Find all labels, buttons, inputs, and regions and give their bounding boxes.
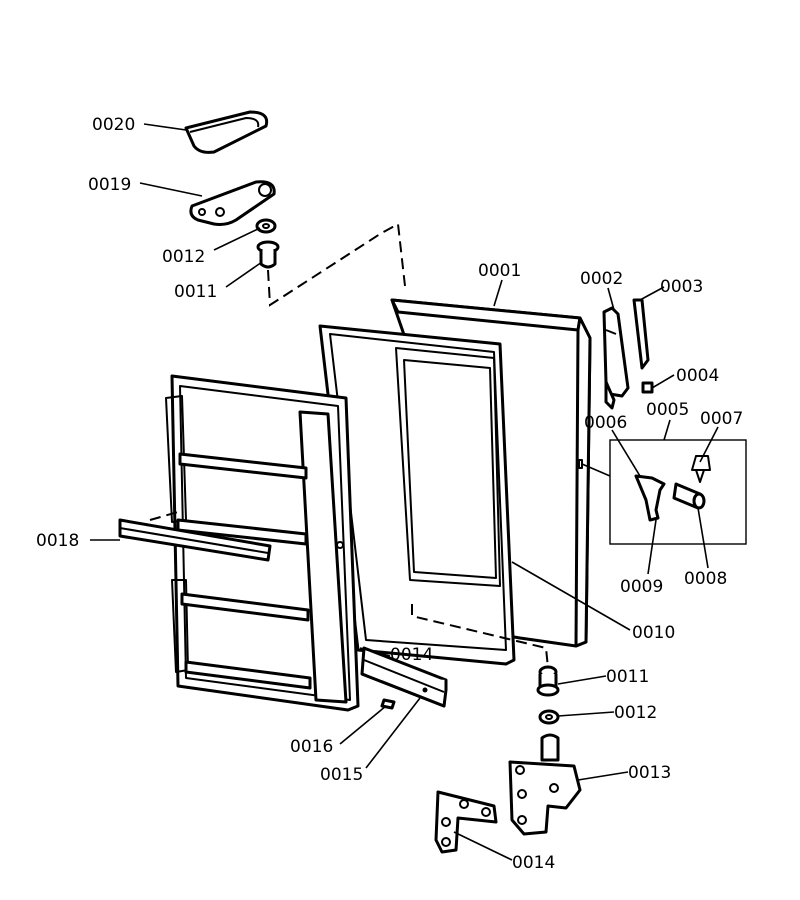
callout-0016: 0016 [290,737,333,757]
callout-0019: 0019 [88,175,131,195]
shelf-rail-0018 [118,518,272,562]
callout-0020: 0020 [92,115,135,135]
handle-0002 [602,306,630,410]
detail-box-0005 [578,439,747,545]
clip-0004 [641,381,654,394]
callout-0013: 0013 [628,763,671,783]
lock-cylinder-0008 [672,482,706,510]
hinge-cover-0020 [184,110,269,154]
callout-0005: 0005 [646,400,689,420]
assembly-line-shelf [149,511,179,521]
callout-0007: 0007 [700,409,743,429]
washer-0012-top [255,218,277,234]
callout-0009: 0009 [620,577,663,597]
bottom-hinge-0013 [508,733,582,836]
bushing-0011-top [256,240,280,269]
callout-0014-bottom: 0014 [512,853,555,873]
top-hinge-0019 [189,180,276,226]
callout-0008: 0008 [684,569,727,589]
washer-0012-bottom [538,709,560,725]
callout-0010: 0010 [632,623,675,643]
door-gasket-0010 [318,324,516,666]
callout-0012-bottom: 0012 [614,703,657,723]
leader-lines [90,123,719,861]
door-inner-liner [165,374,360,712]
latch-0006 [634,474,666,522]
callout-0012-top: 0012 [162,247,205,267]
callout-labels: 0020 0019 0012 0011 0001 0002 0003 0004 … [36,115,743,873]
handle-trim-0003 [632,298,650,370]
callout-0011-top: 0011 [174,282,217,302]
callout-0015: 0015 [320,765,363,785]
bottom-rail-0015 [360,646,448,708]
spring-0007 [691,455,711,483]
callout-0006: 0006 [584,413,627,433]
callout-0011-bottom: 0011 [606,667,649,687]
callout-0003: 0003 [660,277,703,297]
callout-0004: 0004 [676,366,719,386]
assembly-line-top [267,222,406,307]
hinge-bracket-0014-bottom [434,790,498,854]
callout-0002: 0002 [580,269,623,289]
bushing-0011-bottom [536,665,560,697]
assembly-line-bottom [411,604,549,669]
callout-0001: 0001 [478,261,521,281]
callout-0014-mid: 0014 [390,645,433,665]
callout-0018: 0018 [36,531,79,551]
